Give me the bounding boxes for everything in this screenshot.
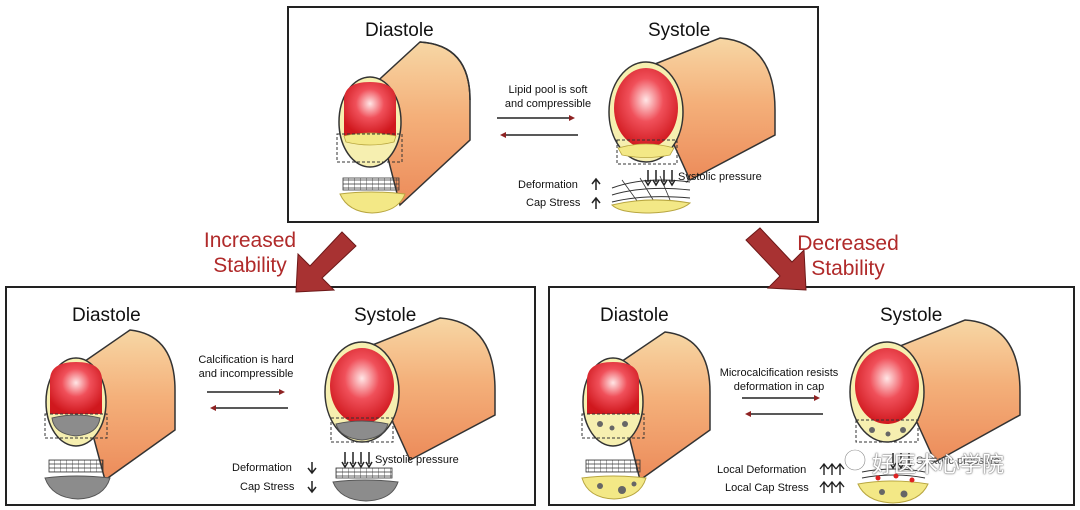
increased-stability-label: Increased Stability	[188, 228, 312, 278]
left-deformation-down-arrow	[307, 462, 317, 475]
left-deformation-label: Deformation	[232, 462, 292, 474]
left-systolic-pressure-label: Systolic pressure	[375, 454, 459, 466]
right-systolic-pressure-label: Systolic pressure	[916, 455, 1000, 467]
right-note-line2: deformation in cap	[733, 381, 825, 393]
left-systole-cap-detail	[332, 452, 399, 502]
top-systole-artery	[608, 37, 776, 182]
top-diastole-artery	[336, 41, 471, 207]
decreased-stability-arrow	[745, 227, 807, 291]
top-systole-label: Systole	[648, 20, 711, 41]
top-systolic-pressure-label: Systolic pressure	[678, 171, 762, 183]
left-systole-label: Systole	[354, 305, 417, 326]
decreased-line1: Decreased	[797, 232, 899, 255]
right-diastole-artery	[581, 331, 711, 482]
left-cap-stress-down-arrow	[307, 481, 317, 494]
top-deformation-label: Deformation	[518, 179, 578, 191]
watermark-logo-icon	[843, 448, 867, 472]
right-deformation-up-arrows	[819, 462, 845, 475]
top-diastole-label: Diastole	[365, 20, 434, 41]
top-cap-stress-up-arrow	[591, 196, 601, 209]
top-deformation-up-arrow	[591, 177, 601, 190]
right-diastole-cap-detail	[581, 459, 647, 500]
right-diastole-label: Diastole	[600, 305, 669, 326]
decreased-stability-label: Decreased Stability	[786, 231, 910, 281]
left-systole-artery	[324, 317, 496, 462]
top-systole-cap-detail	[611, 170, 692, 214]
left-cap-stress-label: Cap Stress	[240, 481, 295, 493]
left-diastole-cap-detail	[44, 459, 111, 500]
left-note-line2: and incompressible	[198, 368, 294, 380]
left-diastole-label: Diastole	[72, 305, 141, 326]
decreased-line2: Stability	[811, 257, 885, 280]
watermark-text: 好医术心学院	[872, 452, 1005, 477]
left-diastole-artery	[44, 329, 176, 482]
right-systole-artery	[849, 319, 1021, 464]
right-systole-label: Systole	[880, 305, 943, 326]
top-note-line2: and compressible	[504, 98, 592, 110]
right-cap-stress-label: Local Cap Stress	[725, 482, 809, 494]
top-note-line1: Lipid pool is soft	[508, 84, 588, 96]
right-note-line1: Microcalcification resists	[719, 367, 839, 379]
right-deformation-label: Local Deformation	[717, 464, 807, 476]
top-diastole-cap-detail	[339, 177, 406, 214]
right-cap-stress-up-arrows	[819, 480, 845, 493]
left-note-line1: Calcification is hard	[198, 354, 294, 366]
right-systole-cap-detail	[857, 453, 929, 504]
top-cap-stress-label: Cap Stress	[526, 197, 581, 209]
increased-line1: Increased	[203, 229, 297, 252]
increased-stability-arrow	[295, 231, 357, 293]
increased-line2: Stability	[213, 254, 287, 277]
